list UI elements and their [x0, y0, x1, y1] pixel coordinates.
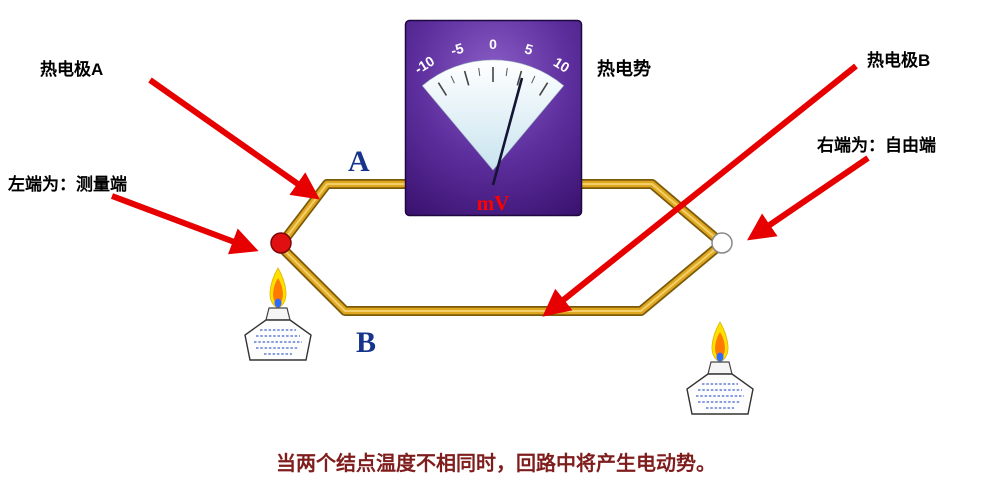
arrow-to-free-junction: [747, 155, 870, 241]
scale-label: 10: [551, 54, 573, 76]
voltmeter: -10 -5 0 5 10 mV: [404, 19, 583, 217]
alcohol-lamp-left: [244, 267, 312, 361]
junction-free: [711, 232, 733, 254]
label-thermo-emf: 热电势: [597, 59, 651, 79]
arrow-to-wire-b: [542, 63, 858, 317]
scale-label: 0: [489, 36, 497, 52]
wire-b: [278, 241, 724, 316]
dial-major-ticks: [437, 67, 549, 96]
meter-needle: [491, 77, 524, 186]
label-free-end: 右端为：自由端: [817, 136, 936, 155]
junction-measuring: [270, 232, 292, 254]
label-electrode-b: 热电极B: [867, 51, 931, 70]
wire-a-letter: A: [348, 145, 370, 178]
alcohol-lamp-right: [686, 321, 754, 415]
scale-label: -5: [449, 40, 466, 59]
label-measuring-end: 左端为：测量端: [8, 175, 127, 194]
arrow-to-measuring-junction: [110, 193, 259, 255]
voltmeter-dial: [421, 59, 565, 171]
dial-minor-ticks: [450, 67, 536, 84]
wire-b-letter: B: [356, 326, 377, 359]
meter-unit-label: mV: [477, 191, 510, 215]
label-electrode-a: 热电极A: [40, 60, 104, 79]
caption-text: 当两个结点温度不相同时，回路中将产生电动势。: [276, 453, 716, 475]
arrow-to-wire-a: [148, 77, 320, 200]
